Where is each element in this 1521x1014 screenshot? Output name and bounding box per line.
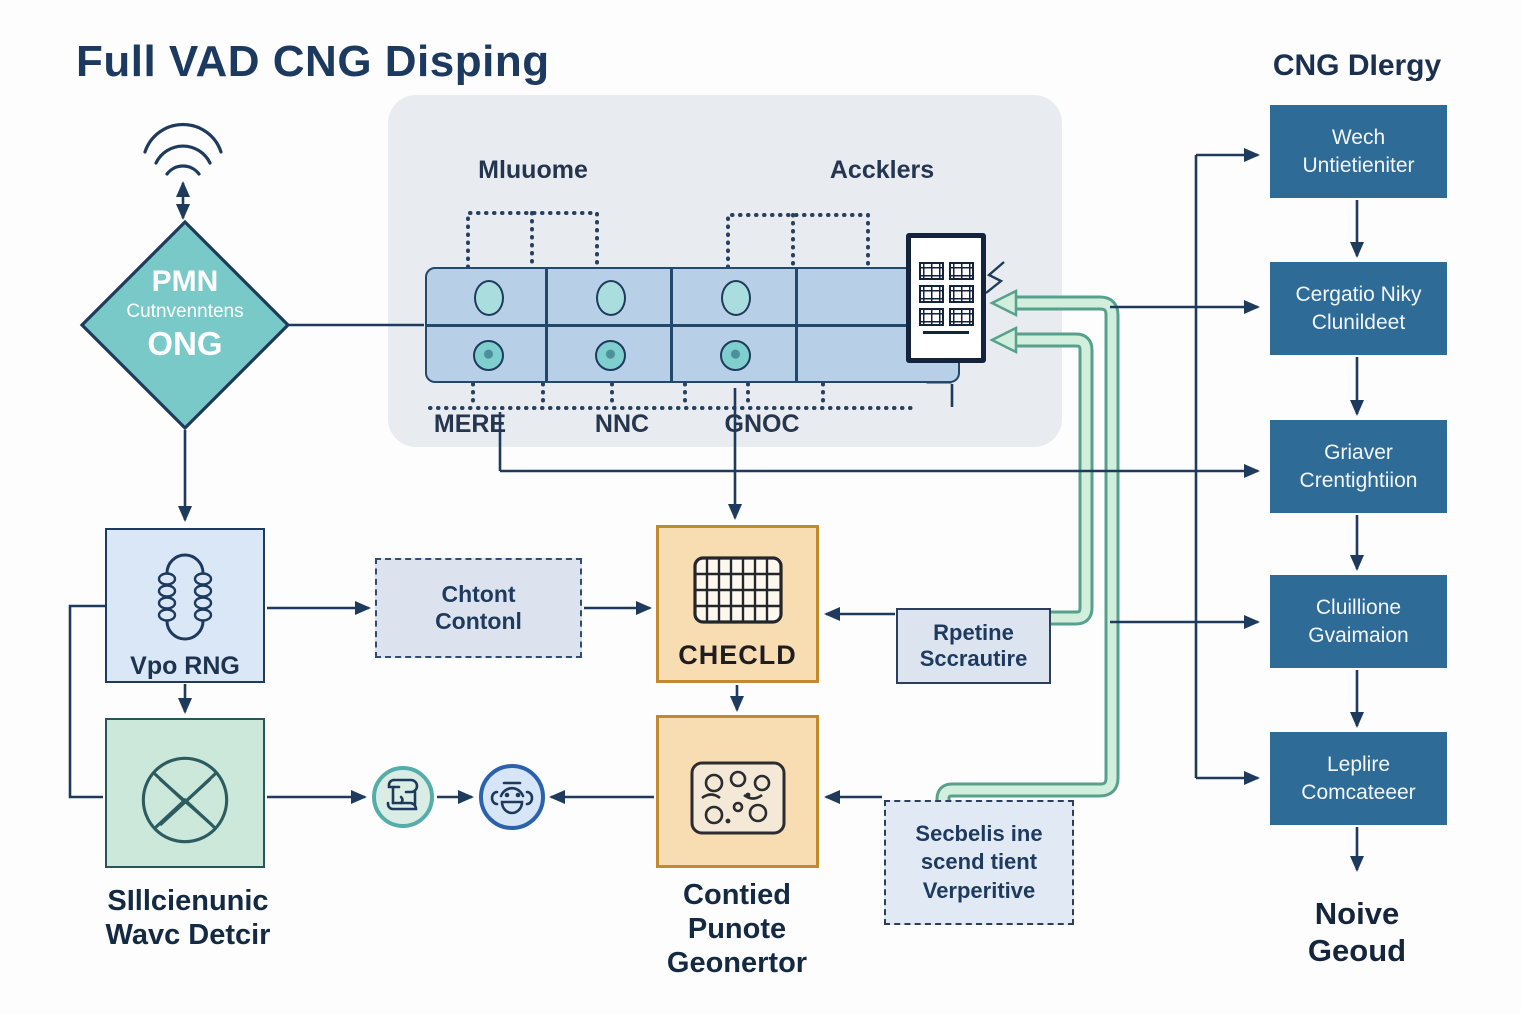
page-title: Full VAD CNG Disping	[76, 37, 550, 86]
diamond-line3: ONG	[147, 325, 223, 362]
wifi-icon	[143, 122, 223, 176]
diamond-text: PMN Cutnvenntens ONG	[95, 265, 275, 363]
face-icon	[488, 771, 536, 824]
coil-icon	[147, 531, 223, 650]
x-circle-icon	[135, 732, 235, 855]
sensor-icon	[721, 280, 751, 316]
source-diamond	[79, 219, 291, 431]
pipeline-label-right: Accklers	[829, 156, 935, 184]
wave-detector-label: SIllcienunic Wavc Detcir	[105, 885, 271, 952]
sensor-icon	[596, 280, 626, 316]
dotted-probe-lines	[428, 211, 918, 410]
device-cell	[918, 307, 944, 326]
rpetine-node: Rpetine Sccrautire	[896, 608, 1051, 684]
control-device	[906, 233, 986, 363]
device-cell	[948, 284, 974, 303]
contied-generator-label: Contied Punote Geonertor	[666, 879, 808, 980]
channel-bar	[425, 267, 960, 383]
right-box-2: Cergatio Niky Clunildeet	[1270, 262, 1447, 355]
sensor-icon	[473, 340, 504, 371]
pipeline-label-left: Mluuome	[478, 156, 588, 184]
right-box-5: Leplire Comcateeer	[1270, 732, 1447, 825]
gears-icon	[686, 735, 790, 848]
face-relay-node	[479, 764, 545, 830]
wave-detector-node	[105, 718, 265, 868]
spark-icon	[985, 261, 1005, 294]
diamond-line2: Cutnvenntens	[126, 301, 244, 322]
scroll-icon	[381, 772, 425, 823]
checld-node: CHECLD	[656, 525, 819, 683]
segment-label-gnoc: GNOC	[724, 410, 800, 438]
channel-bar-divider	[427, 324, 958, 327]
vpo-rng-node: Vpo RNG	[105, 528, 265, 683]
right-box-1: Wech Untietieniter	[1270, 105, 1447, 198]
sensor-icon	[474, 280, 504, 316]
device-bottom-bar	[923, 330, 969, 335]
contied-generator-node	[656, 715, 819, 868]
feedback-pipe-to-secbelis	[935, 288, 1120, 804]
secbelis-node: Secbelis ine scend tient Verperitive	[884, 800, 1074, 925]
right-box-4: Cluillione Gvaimaion	[1270, 575, 1447, 668]
sensor-icon	[720, 340, 751, 371]
device-cell	[918, 261, 944, 280]
segment-label-mere: MERE	[433, 410, 507, 438]
feedback-pipe-to-rpetine	[989, 325, 1094, 626]
segment-label-nnc: NNC	[594, 410, 650, 438]
chtont-contonl-node: Chtont Contonl	[375, 558, 582, 658]
device-cell	[948, 307, 974, 326]
diamond-line1: PMN	[151, 265, 219, 298]
device-cell	[918, 284, 944, 303]
checld-label: CHECLD	[678, 640, 797, 670]
right-box-3: Griaver Crentightiion	[1270, 420, 1447, 513]
grid-icon	[692, 537, 784, 632]
sensor-icon	[595, 340, 626, 371]
right-column-title: CNG DIergy	[1272, 49, 1442, 82]
vpo-rng-label: Vpo RNG	[130, 651, 240, 680]
output-label: Noive Geoud	[1307, 896, 1407, 968]
signal-connectors	[68, 148, 1364, 872]
device-cell	[948, 261, 974, 280]
scroll-relay-node	[372, 766, 434, 828]
